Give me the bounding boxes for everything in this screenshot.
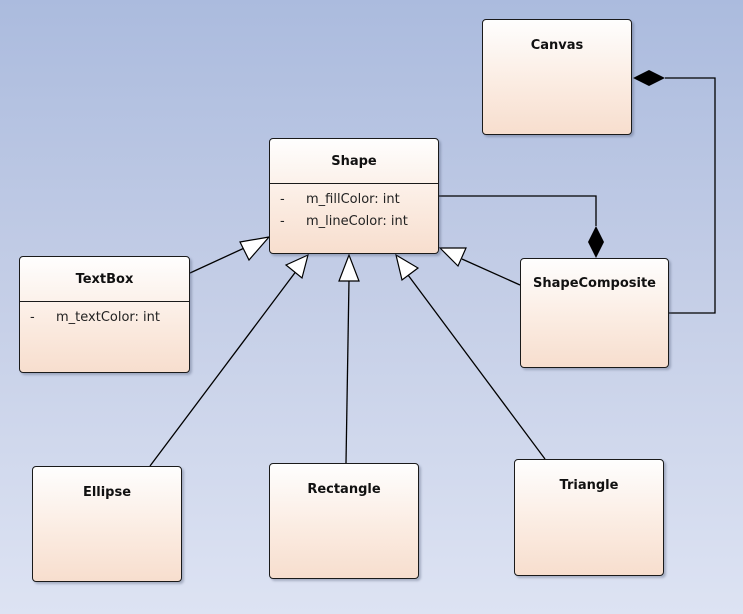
class-shape[interactable]: Shape - m_fillColor: int - m_lineColor: … <box>269 138 439 254</box>
class-header: TextBox <box>20 257 189 302</box>
attribute-text: m_lineColor: int <box>306 214 408 229</box>
class-header: Shape <box>270 139 438 184</box>
composition-shape-shapecomposite-line[interactable] <box>439 195 597 226</box>
class-name: TextBox <box>75 271 134 287</box>
visibility-marker: - <box>280 214 285 229</box>
inheritance-arrowhead-shapecomposite <box>438 247 467 268</box>
class-canvas[interactable]: Canvas <box>482 19 632 135</box>
visibility-marker: - <box>30 310 35 325</box>
attribute-text: m_fillColor: int <box>306 192 400 207</box>
generalization-shapecomposite-shape-line[interactable] <box>461 258 521 286</box>
composition-diamond-canvas <box>633 70 665 86</box>
class-name: Ellipse <box>82 485 132 500</box>
class-name: Rectangle <box>307 482 381 497</box>
class-triangle[interactable]: Triangle <box>514 459 664 576</box>
class-name: ShapeComposite <box>533 276 656 291</box>
inheritance-arrowhead-rectangle <box>338 253 360 282</box>
attribute-row[interactable]: - m_textColor: int <box>20 307 189 329</box>
class-shapecomposite[interactable]: ShapeComposite <box>520 258 669 368</box>
attribute-row[interactable]: - m_lineColor: int <box>270 211 438 233</box>
attribute-text: m_textColor: int <box>56 310 160 325</box>
visibility-marker: - <box>280 192 285 207</box>
inheritance-arrowhead-triangle <box>395 253 420 282</box>
inheritance-arrowhead-textbox <box>239 236 271 262</box>
generalization-triangle-shape-line[interactable] <box>407 274 546 460</box>
class-name: Canvas <box>530 38 584 53</box>
attribute-row[interactable]: - m_fillColor: int <box>270 189 438 211</box>
generalization-ellipse-shape-line[interactable] <box>149 269 298 467</box>
class-textbox[interactable]: TextBox - m_textColor: int <box>19 256 190 373</box>
inheritance-arrowhead-ellipse <box>284 253 309 280</box>
generalization-rectangle-shape-line[interactable] <box>345 279 350 464</box>
attributes-compartment: - m_fillColor: int - m_lineColor: int <box>270 184 438 233</box>
class-rectangle[interactable]: Rectangle <box>269 463 419 579</box>
class-name: Triangle <box>559 478 619 493</box>
composition-diamond-shapecomposite <box>588 226 604 258</box>
class-name: Shape <box>331 153 377 169</box>
generalization-textbox-shape-line[interactable] <box>189 243 254 274</box>
composition-shapecomposite-canvas-line[interactable] <box>665 77 716 314</box>
attributes-compartment: - m_textColor: int <box>20 302 189 329</box>
class-ellipse[interactable]: Ellipse <box>32 466 182 582</box>
